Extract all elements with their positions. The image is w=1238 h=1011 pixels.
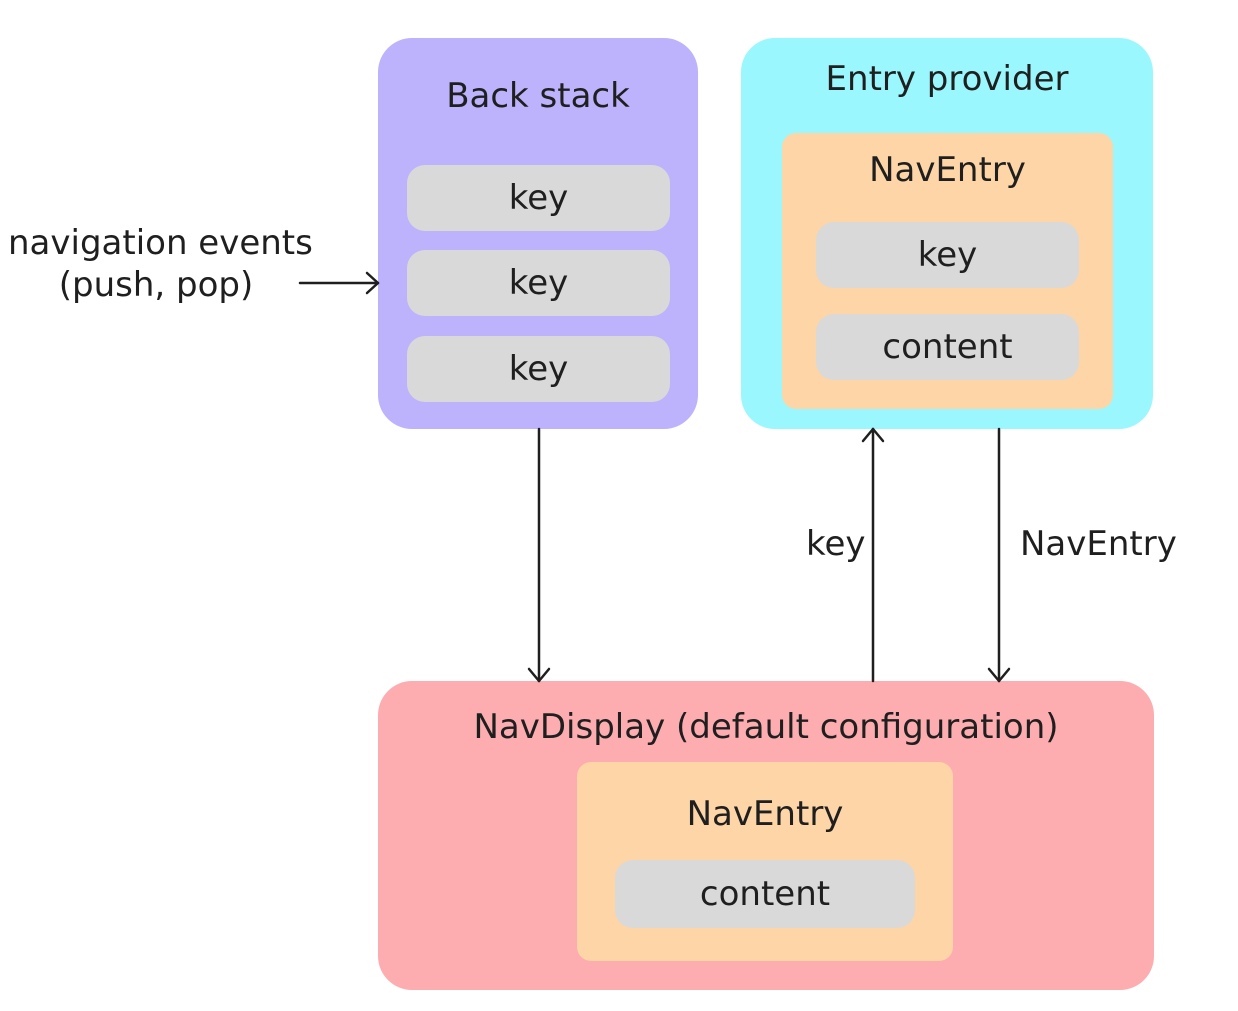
entry-provider-box: Entry provider NavEntry key content xyxy=(741,38,1153,429)
back-stack-title: Back stack xyxy=(446,76,630,116)
naventry-arrow-label: NavEntry xyxy=(1020,524,1177,564)
entry-provider-naventry-box: NavEntry key content xyxy=(782,133,1113,409)
nav-display-naventry-title: NavEntry xyxy=(686,794,844,834)
entry-provider-title: Entry provider xyxy=(825,59,1069,99)
nav-display-box: NavDisplay (default configuration) NavEn… xyxy=(378,681,1154,990)
entry-provider-naventry-content: content xyxy=(816,314,1079,380)
naventry-to-navdisplay-arrow xyxy=(987,427,1011,683)
back-stack-box: Back stack key key key xyxy=(378,38,698,429)
nav-display-naventry-box: NavEntry content xyxy=(577,762,953,961)
back-stack-key-3: key xyxy=(407,336,670,402)
key-arrow-label: key xyxy=(806,524,866,564)
nav-display-title: NavDisplay (default configuration) xyxy=(473,707,1059,747)
nav-display-naventry-content: content xyxy=(615,860,915,928)
navigation-events-arrow xyxy=(298,271,380,295)
entry-provider-naventry-key: key xyxy=(816,222,1079,288)
entry-provider-naventry-title: NavEntry xyxy=(869,150,1026,190)
navigation-events-label: navigation events (push, pop) xyxy=(8,222,313,306)
back-stack-key-1: key xyxy=(407,165,670,231)
navigation-events-line1: navigation events xyxy=(8,223,313,263)
key-to-entry-provider-arrow xyxy=(861,427,885,683)
backstack-to-navdisplay-arrow xyxy=(527,427,551,683)
back-stack-key-2: key xyxy=(407,250,670,316)
navigation-events-line2: (push, pop) xyxy=(58,265,254,305)
